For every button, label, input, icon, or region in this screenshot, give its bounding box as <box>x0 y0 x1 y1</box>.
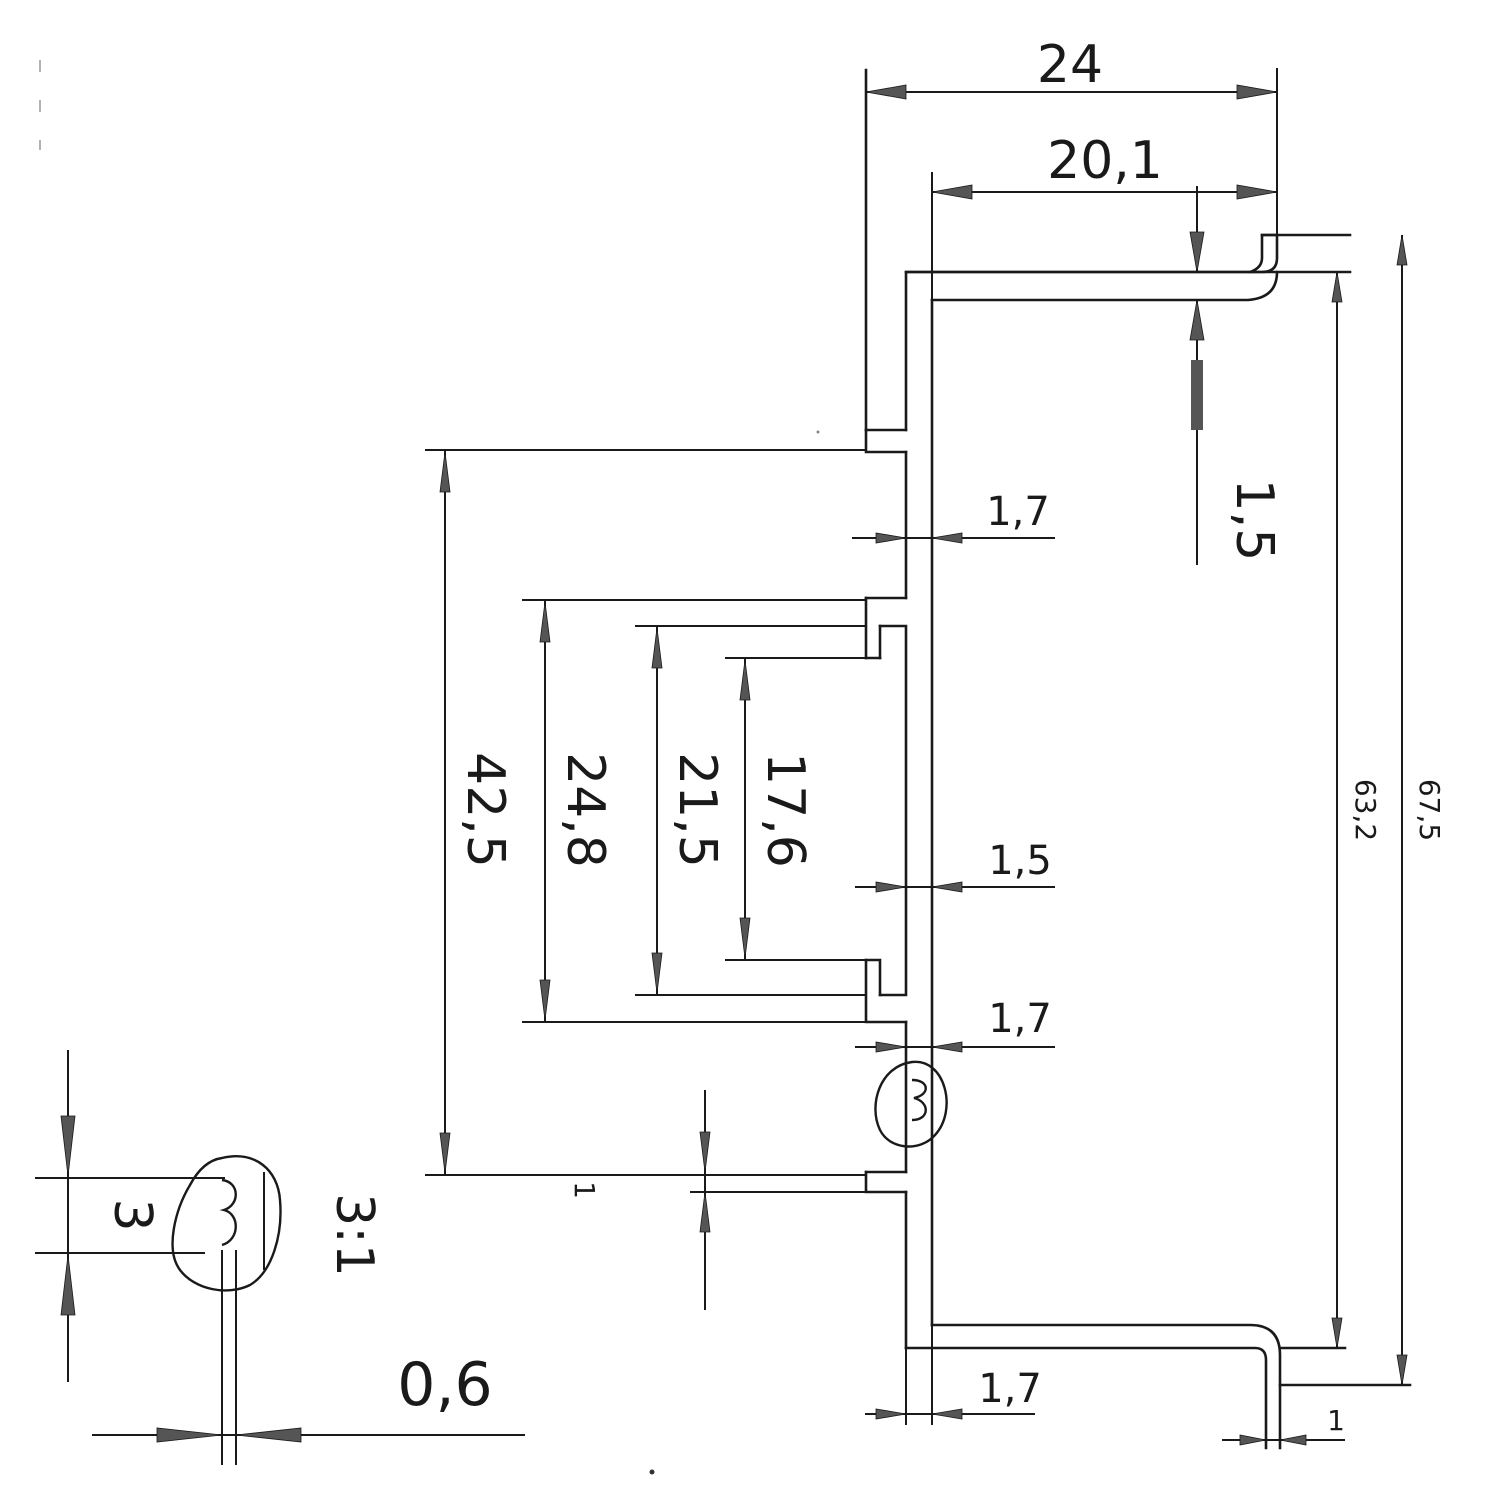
dim-slot-mid: 24,8 <box>522 599 866 1023</box>
dim-web-upper: 1,7 <box>852 489 1055 544</box>
detail-label-0-6: 0,6 <box>397 1350 492 1420</box>
dim-top-flange-thickness: 1,5 <box>1189 186 1284 565</box>
profile-outline <box>864 68 1412 1450</box>
dim-width-outer: 24 <box>865 35 1278 235</box>
dim-height-inner: 63,2 <box>1331 271 1382 1349</box>
dim-label-1-5-top: 1,5 <box>1224 479 1284 562</box>
dim-label-1-step: 1 <box>568 1181 601 1199</box>
dim-label-1-7-upper: 1,7 <box>986 489 1050 535</box>
dim-width-inner: 20,1 <box>931 131 1278 300</box>
scan-marks <box>39 60 820 1475</box>
dim-web-middle: 1,5 <box>855 838 1055 893</box>
dim-bottom-thickness: 1,7 <box>865 1325 1042 1425</box>
dim-label-17-6: 17,6 <box>755 752 815 868</box>
dim-label-1-7-lower: 1,7 <box>988 996 1052 1042</box>
dim-label-24-8: 24,8 <box>555 752 615 868</box>
dim-label-67-5: 67,5 <box>1413 779 1446 841</box>
detail-marker <box>874 1060 948 1148</box>
arrow-bar <box>1191 360 1203 430</box>
detail-view: 3 3:1 0,6 <box>35 1050 525 1465</box>
dim-label-42-5: 42,5 <box>455 752 515 868</box>
dim-foot-thickness: 1 <box>1222 1404 1345 1446</box>
dim-step-height: 1 <box>568 1090 866 1310</box>
dim-height-outer: 67,5 <box>1396 234 1446 1386</box>
dim-slot-outer: 42,5 <box>425 449 866 1176</box>
dim-label-20-1: 20,1 <box>1047 131 1163 191</box>
dim-label-63-2: 63,2 <box>1349 779 1382 841</box>
dim-label-1-5-middle: 1,5 <box>988 838 1052 884</box>
dim-slot-innermost: 17,6 <box>725 657 866 961</box>
dim-slot-inner: 21,5 <box>635 625 866 996</box>
detail-scale-label: 3:1 <box>324 1193 384 1277</box>
dim-label-1-7-bottom: 1,7 <box>978 1366 1042 1412</box>
dim-label-24: 24 <box>1037 35 1103 95</box>
dim-label-21-5: 21,5 <box>667 752 727 868</box>
dim-web-lower: 1,7 <box>855 996 1055 1053</box>
detail-label-3: 3 <box>102 1198 162 1231</box>
dim-label-1-foot: 1 <box>1327 1404 1345 1437</box>
